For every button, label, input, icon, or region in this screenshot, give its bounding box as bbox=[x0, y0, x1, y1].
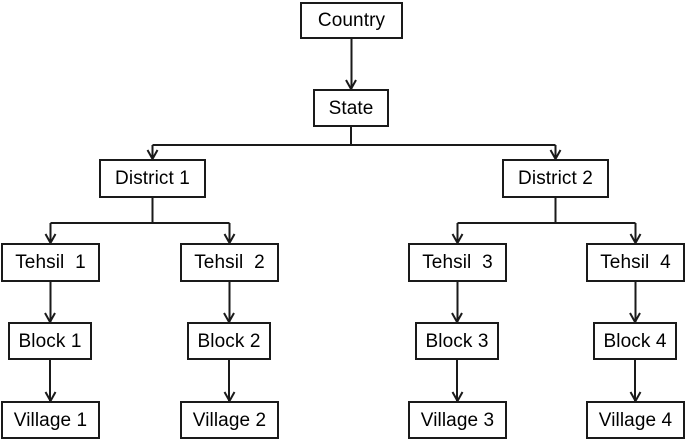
node-tehsil-3[interactable]: Tehsil 3 bbox=[408, 243, 507, 282]
node-village-3[interactable]: Village 3 bbox=[408, 401, 507, 439]
node-tehsil-1[interactable]: Tehsil 1 bbox=[1, 243, 100, 282]
node-block-4[interactable]: Block 4 bbox=[593, 322, 677, 360]
node-block-1[interactable]: Block 1 bbox=[8, 322, 92, 360]
node-village-2[interactable]: Village 2 bbox=[180, 401, 279, 439]
node-tehsil-2[interactable]: Tehsil 2 bbox=[180, 243, 279, 282]
node-district-2[interactable]: District 2 bbox=[502, 159, 609, 198]
node-village-4[interactable]: Village 4 bbox=[586, 401, 685, 439]
node-district-1[interactable]: District 1 bbox=[99, 159, 206, 198]
node-block-3[interactable]: Block 3 bbox=[415, 322, 499, 360]
node-village-1[interactable]: Village 1 bbox=[1, 401, 100, 439]
node-state[interactable]: State bbox=[313, 89, 389, 127]
node-block-2[interactable]: Block 2 bbox=[187, 322, 271, 360]
node-country[interactable]: Country bbox=[300, 2, 403, 39]
node-tehsil-4[interactable]: Tehsil 4 bbox=[586, 243, 685, 282]
